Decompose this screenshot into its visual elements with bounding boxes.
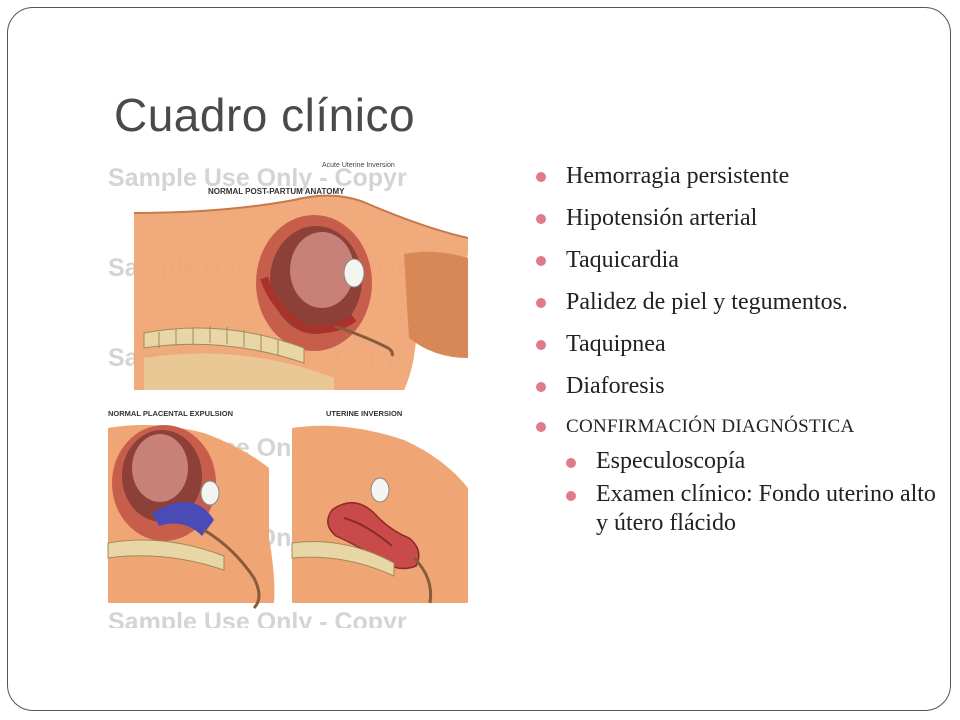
list-item: Palidez de piel y tegumentos. (536, 287, 936, 317)
medical-illustration: Sample Use Only - Copyr Sample Use Only … (104, 158, 468, 628)
panel-top-label: NORMAL POST-PARTUM ANATOMY (208, 187, 345, 196)
list-item: Taquipnea (536, 329, 936, 359)
placental-expulsion-panel (107, 424, 275, 610)
symptom-list: Hemorragia persistente Hipotensión arter… (536, 161, 936, 542)
slide-title: Cuadro clínico (114, 89, 416, 141)
list-item: Hipotensión arterial (536, 203, 936, 233)
panel-bottom-left-label: NORMAL PLACENTAL EXPULSION (108, 409, 233, 418)
list-item: Hemorragia persistente (536, 161, 936, 191)
figure-heading: Acute Uterine Inversion (322, 162, 395, 169)
list-item: Taquicardia (536, 245, 936, 275)
watermark-text: Sample Use Only - Copyr (108, 608, 407, 628)
watermark-text: Sample Use Only - Copyr (108, 164, 407, 192)
list-item: Diaforesis (536, 371, 936, 401)
sub-list-item: Especuloscopía (566, 447, 936, 476)
top-anatomy-panel (133, 194, 468, 390)
sub-list-item: Examen clínico: Fondo uterino alto y úte… (566, 480, 936, 538)
slide-frame: Cuadro clínico Sample Use Only - Copyr S… (7, 7, 951, 711)
section-heading: CONFIRMACIÓN DIAGNÓSTICA (536, 413, 936, 441)
uterine-inversion-panel (291, 425, 468, 604)
panel-bottom-right-label: UTERINE INVERSION (326, 409, 402, 418)
